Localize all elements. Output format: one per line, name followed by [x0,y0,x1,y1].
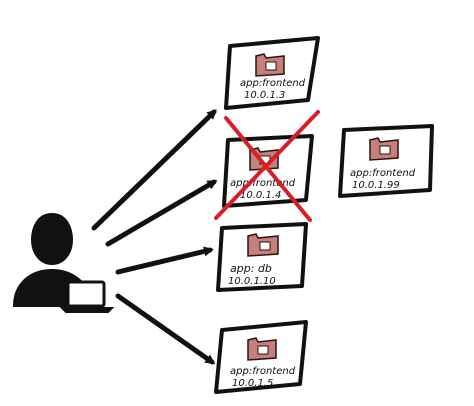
node-label: app:frontend [230,178,296,189]
arrows [91,109,218,365]
arrow-to-node-5 [115,293,216,365]
server-node-1: app:frontend 10.0.1.3 [224,36,320,110]
node-ip: 10.0.1.99 [352,180,400,191]
arrow-to-node-1 [91,109,217,231]
node-label: app:frontend [230,366,296,377]
server-node-2: app:frontend 10.0.1.4 [214,110,320,222]
laptop-icon [59,280,115,313]
node-ip: 10.0.1.4 [240,190,281,201]
node-ip: 10.0.1.5 [232,378,273,389]
node-ip: 10.0.1.10 [228,276,276,287]
node-label: app: db [230,262,272,275]
server-node-5: app:frontend 10.0.1.5 [214,320,308,394]
arrow-to-node-4 [115,246,214,275]
failure-cross-icon [214,110,320,222]
arrow-to-node-2 [105,179,218,247]
node-label: app:frontend [240,78,306,89]
server-node-4: app: db 10.0.1.10 [216,222,308,292]
folder-icon [255,53,285,77]
server-node-3: app:frontend 10.0.1.99 [338,124,434,198]
folder-icon [369,137,399,161]
node-label: app:frontend [350,168,416,179]
folder-icon [247,337,277,361]
folder-icon [247,233,279,257]
node-ip: 10.0.1.3 [244,90,285,101]
